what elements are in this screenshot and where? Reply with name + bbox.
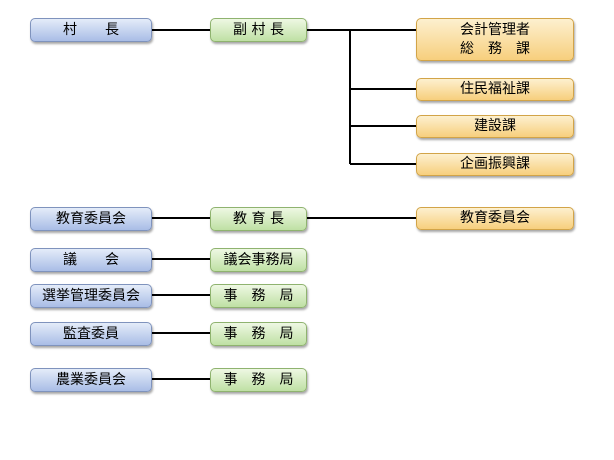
node-construction: 建設課 (416, 115, 574, 138)
node-assembly: 議 会 (30, 248, 152, 272)
node-education-department: 教育委員会 (416, 207, 574, 230)
node-audit-office: 事 務 局 (210, 322, 307, 346)
node-board-of-education: 教育委員会 (30, 207, 152, 231)
node-deputy-mayor: 副 村 長 (210, 18, 307, 42)
node-resident-welfare: 住民福祉課 (416, 78, 574, 101)
node-election-office: 事 務 局 (210, 284, 307, 308)
node-superintendent: 教 育 長 (210, 207, 307, 231)
node-accounting-general-affairs: 会計管理者 総 務 課 (416, 18, 574, 61)
node-agriculture-office: 事 務 局 (210, 368, 307, 392)
node-agriculture-committee: 農業委員会 (30, 368, 152, 392)
node-planning-promotion: 企画振興課 (416, 153, 574, 176)
node-election-commission: 選挙管理委員会 (30, 284, 152, 308)
node-mayor: 村 長 (30, 18, 152, 42)
node-audit-commissioner: 監査委員 (30, 322, 152, 346)
node-assembly-office: 議会事務局 (210, 248, 307, 272)
